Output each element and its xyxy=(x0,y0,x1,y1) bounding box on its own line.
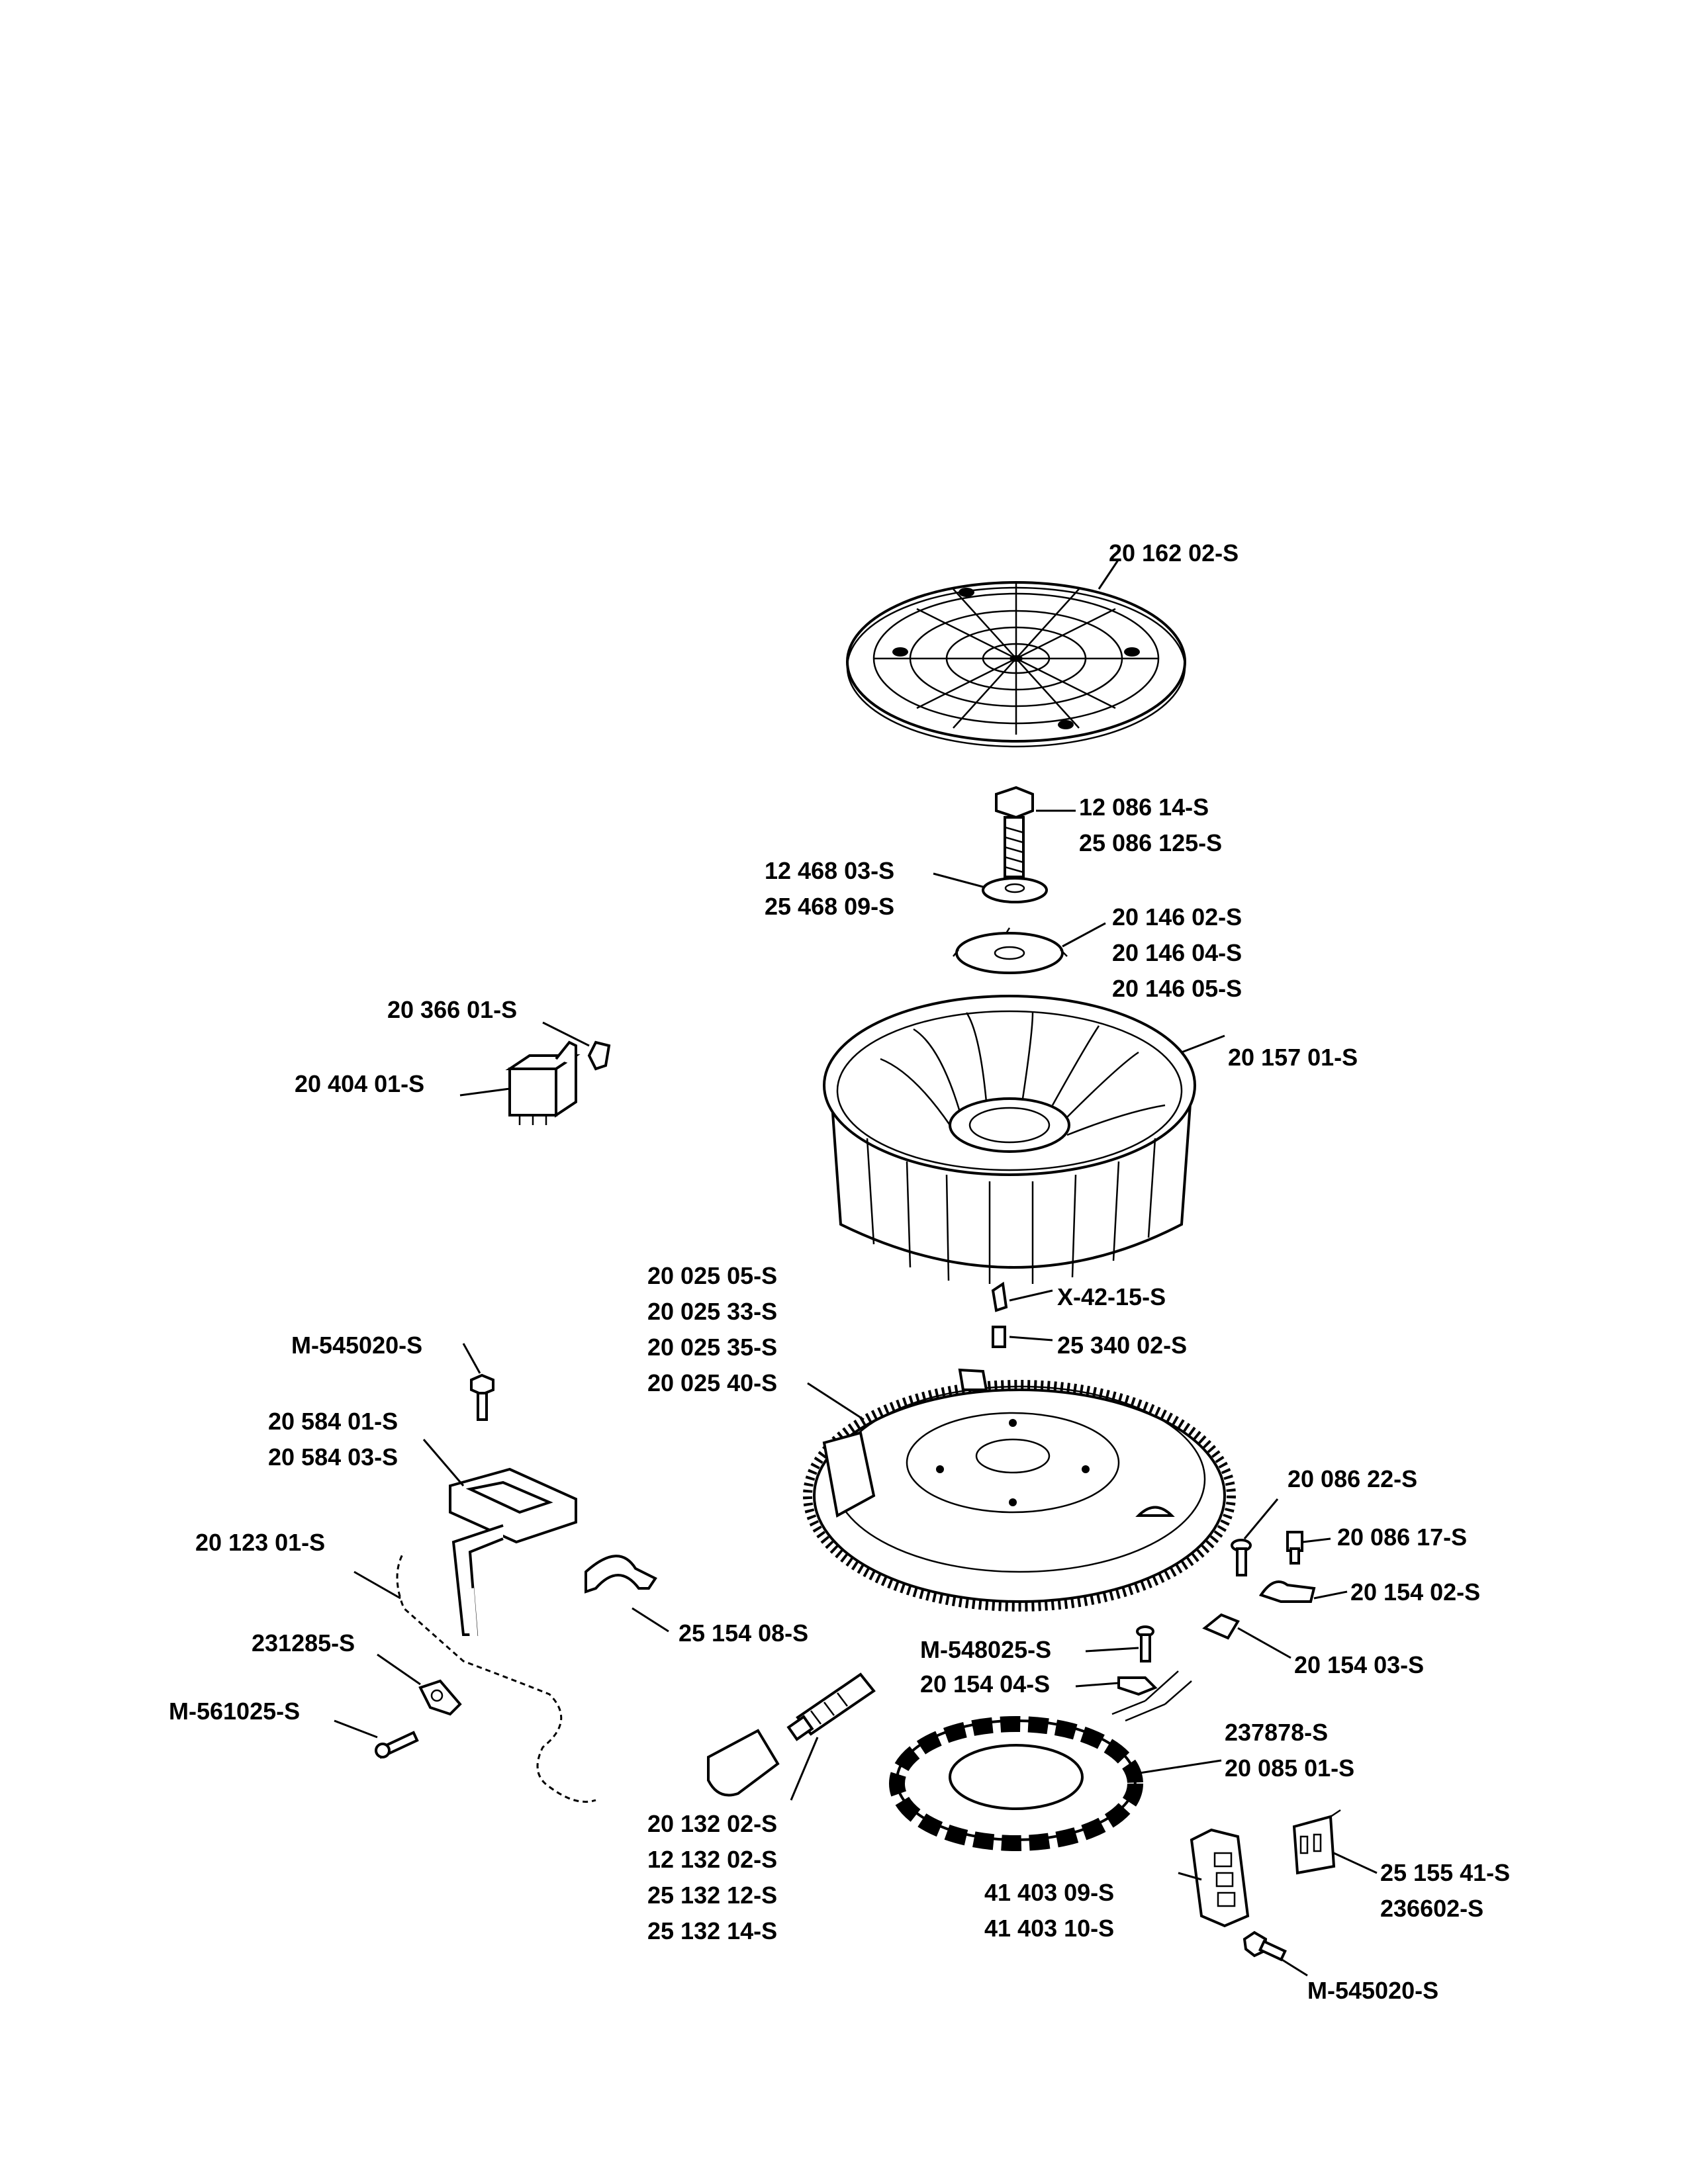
label-rect-screw: M-545020-S xyxy=(1307,1977,1438,2004)
clamp-icon-2015404 xyxy=(1117,1676,1158,1696)
hose-icon xyxy=(393,1549,780,1816)
stator-icon xyxy=(889,1670,1192,1851)
spark-plug-icon xyxy=(786,1672,876,1741)
fan-icon xyxy=(823,995,1196,1284)
retainer-icon xyxy=(953,927,1068,974)
rectifier-icon xyxy=(1190,1828,1250,1928)
label-screw-2208622: 20 086 22-S xyxy=(1288,1465,1417,1492)
label-regulator-b: 236602-S xyxy=(1380,1895,1483,1922)
label-relay: 20 404 01-S xyxy=(295,1070,424,1097)
bolt-icon xyxy=(995,786,1034,878)
label-regulator-a: 25 155 41-S xyxy=(1380,1859,1510,1886)
label-clamp-2015404: 20 154 04-S xyxy=(920,1670,1050,1698)
label-washer-a: 12 468 03-S xyxy=(765,857,894,884)
callout-labels: 20 162 02-S 12 086 14-S 25 086 125-S 12 … xyxy=(169,539,1510,2004)
label-flywheel-b: 20 025 33-S xyxy=(647,1298,777,1325)
label-plug-d: 25 132 14-S xyxy=(647,1917,777,1944)
label-coil-a: 20 584 01-S xyxy=(268,1408,398,1435)
relay-icon xyxy=(505,1040,581,1125)
label-bolt-a: 12 086 14-S xyxy=(1079,794,1209,821)
key-half-icon xyxy=(991,1281,1008,1312)
screw-icon-2208617 xyxy=(1286,1531,1303,1565)
label-bolt-b: 25 086 125-S xyxy=(1079,829,1222,856)
label-cover: 20 162 02-S xyxy=(1109,539,1239,567)
clamp-icon xyxy=(585,1555,657,1594)
screw-icon-left xyxy=(375,1731,419,1759)
clamp-icon-20154 xyxy=(1258,1580,1316,1603)
label-clamp-mid: 25 154 08-S xyxy=(679,1619,808,1647)
screw-icon xyxy=(470,1373,494,1421)
label-coil-screw: M-545020-S xyxy=(291,1332,422,1359)
label-flywheel-c: 20 025 35-S xyxy=(647,1334,777,1361)
screw-icon-rect xyxy=(1243,1931,1287,1962)
label-plug-c: 25 132 12-S xyxy=(647,1882,777,1909)
label-coil-b: 20 584 03-S xyxy=(268,1443,398,1471)
label-hose-screw: M-561025-S xyxy=(169,1698,300,1725)
label-key-half: X-42-15-S xyxy=(1057,1283,1166,1310)
label-washer-b: 25 468 09-S xyxy=(765,893,894,920)
clip-icon xyxy=(587,1040,611,1071)
label-retainer-a: 20 146 02-S xyxy=(1112,903,1242,931)
label-flywheel-a: 20 025 05-S xyxy=(647,1262,777,1289)
regulator-icon xyxy=(1292,1809,1341,1875)
label-retainer-c: 20 146 05-S xyxy=(1112,975,1242,1002)
label-rectifier-b: 41 403 10-S xyxy=(984,1915,1114,1942)
label-plug-a: 20 132 02-S xyxy=(647,1810,777,1837)
label-hose-clip: 231285-S xyxy=(252,1629,355,1657)
screw-icon-m548 xyxy=(1136,1625,1154,1662)
label-screw-2208617: 20 086 17-S xyxy=(1337,1524,1467,1551)
washer-icon xyxy=(982,877,1048,903)
label-screw-m548: M-548025-S xyxy=(920,1636,1051,1663)
label-hose: 20 123 01-S xyxy=(195,1529,325,1556)
label-relay-clip: 20 366 01-S xyxy=(387,996,517,1023)
cover-grille-icon xyxy=(846,581,1186,748)
label-plug-b: 12 132 02-S xyxy=(647,1846,777,1873)
screw-icon-2208622 xyxy=(1231,1539,1252,1576)
label-key-square: 25 340 02-S xyxy=(1057,1332,1187,1359)
label-clamp-2015403: 20 154 03-S xyxy=(1294,1651,1424,1678)
label-fan: 20 157 01-S xyxy=(1228,1044,1358,1071)
ignition-coil-icon xyxy=(449,1467,577,1636)
key-square-icon xyxy=(992,1326,1006,1348)
hose-clip-icon xyxy=(418,1679,462,1716)
label-stator-b: 20 085 01-S xyxy=(1225,1754,1354,1782)
label-retainer-b: 20 146 04-S xyxy=(1112,939,1242,966)
clamp-icon-2015403 xyxy=(1202,1613,1240,1640)
label-stator-a: 237878-S xyxy=(1225,1719,1328,1746)
flywheel-icon xyxy=(803,1368,1236,1612)
label-flywheel-d: 20 025 40-S xyxy=(647,1369,777,1396)
label-rectifier-a: 41 403 09-S xyxy=(984,1879,1114,1906)
label-clamp-20154: 20 154 02-S xyxy=(1350,1578,1480,1606)
